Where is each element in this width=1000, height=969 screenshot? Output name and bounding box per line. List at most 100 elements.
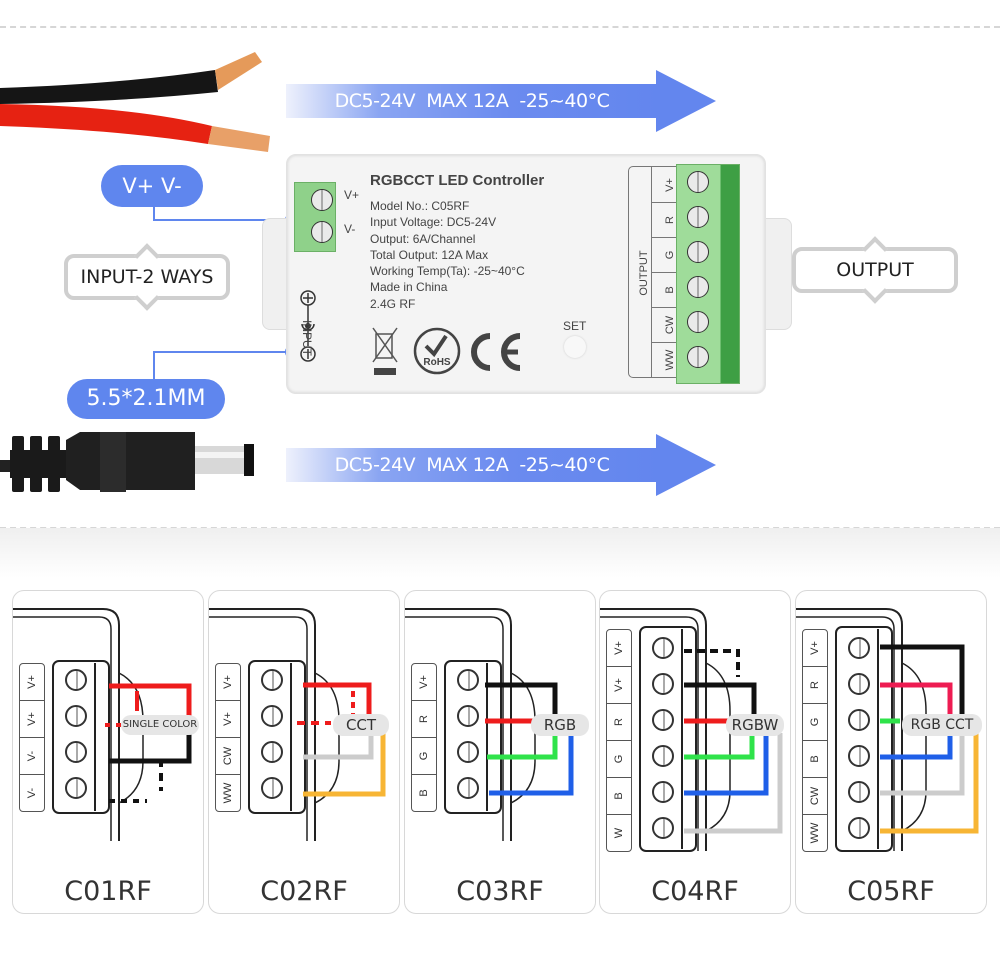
output-box-label: OUTPUT xyxy=(638,250,650,296)
weee-icon xyxy=(372,327,398,375)
spec-total-output: Total Output: 12A Max xyxy=(370,247,489,262)
input-ways-bubble: INPUT-2 WAYS xyxy=(64,243,230,311)
dc-jack-size-badge: 5.5*2.1MM xyxy=(67,379,225,419)
screw-terminal xyxy=(687,171,709,193)
dc-plug-image xyxy=(0,432,254,492)
output-pin-g: G xyxy=(663,250,676,260)
wire-red xyxy=(105,683,192,727)
output-terminal-block xyxy=(676,164,740,384)
input-ways-label: INPUT-2 WAYS xyxy=(80,266,214,288)
controller-title: RGBCCT LED Controller xyxy=(370,172,545,189)
pin-label: B xyxy=(418,789,430,797)
wire-black xyxy=(684,649,757,715)
top-spec-text: DC5-24V MAX 12A -25~40°C xyxy=(334,90,610,112)
power-wire-image xyxy=(0,52,270,152)
top-spec-arrow: DC5-24V MAX 12A -25~40°C xyxy=(286,70,716,132)
input-terminal-block xyxy=(294,182,336,252)
wiring-card-c03rf: V+ R G B RGB C03RF xyxy=(404,590,596,914)
screw-terminal xyxy=(687,206,709,228)
pin-label: V+ xyxy=(613,678,625,692)
wire-orange xyxy=(303,733,386,797)
spec-rf: 2.4G RF xyxy=(370,296,416,311)
spec-input-voltage: Input Voltage: DC5-24V xyxy=(370,215,497,230)
set-label: SET xyxy=(563,319,587,333)
screw-terminal xyxy=(687,311,709,333)
output-pin-r: R xyxy=(663,216,676,224)
wire-gray xyxy=(303,733,374,760)
screw-terminal xyxy=(311,221,333,243)
pin-label: V+ xyxy=(613,641,625,655)
spec-output: Output: 6A/Channel xyxy=(370,231,476,246)
wiring-card-c02rf: V+ V+ CW WW CCT C02RF xyxy=(208,590,400,914)
wire-black xyxy=(109,733,192,803)
output-pin-b: B xyxy=(663,286,676,294)
wire-black xyxy=(485,682,558,715)
wire-gray xyxy=(880,733,965,796)
pin-label: R xyxy=(809,681,821,689)
pin-label: R xyxy=(613,718,625,726)
pin-label: CW xyxy=(222,746,234,766)
input-vplus-label: V+ xyxy=(344,188,360,202)
wiring-card-c04rf: V+ V+ R G B W RGBW C04RF xyxy=(599,590,791,914)
c02rf-pin-labels: V+ V+ CW WW xyxy=(215,663,241,812)
pin-label: G xyxy=(418,751,430,761)
pin-label: WW xyxy=(222,782,234,804)
output-pin-vplus: V+ xyxy=(663,177,676,192)
spec-origin: Made in China xyxy=(370,280,448,295)
mode-tag: RGBW xyxy=(726,714,784,736)
wiring-card-c01rf: V+ V+ V- V- SINGLE COLOR C01RF xyxy=(12,590,204,914)
wire-green xyxy=(684,733,755,760)
spec-model: Model No.: C05RF xyxy=(370,199,470,213)
screw-terminal xyxy=(687,241,709,263)
connector-line xyxy=(153,206,155,221)
pin-label: G xyxy=(613,754,625,764)
connector-line xyxy=(153,219,293,221)
c03rf-pin-labels: V+ R G B xyxy=(411,663,437,812)
pin-label: V+ xyxy=(26,675,38,689)
screw-terminal xyxy=(687,276,709,298)
set-button[interactable] xyxy=(564,336,586,358)
screw-terminal xyxy=(311,189,333,211)
wire-black xyxy=(880,644,965,715)
pin-label: W xyxy=(613,827,625,839)
rohs-icon: RoHS xyxy=(413,327,461,375)
bottom-spec-arrow: DC5-24V MAX 12A -25~40°C xyxy=(286,434,716,496)
mode-tag: SINGLE COLOR xyxy=(121,715,199,735)
input-label: INPUT xyxy=(300,320,314,356)
pin-label: V+ xyxy=(26,712,38,726)
wire-blue xyxy=(489,733,574,796)
model-name: C05RF xyxy=(847,876,935,907)
model-name: C04RF xyxy=(651,876,739,907)
c01rf-wiring-diagram xyxy=(13,608,192,841)
model-name: C03RF xyxy=(456,876,544,907)
wire-pink xyxy=(880,682,953,715)
spec-list: Model No.: C05RF Input Voltage: DC5-24V … xyxy=(370,198,525,312)
spec-working-temp: Working Temp(Ta): -25~40°C xyxy=(370,264,525,279)
output-label-box: OUTPUT V+ R G B CW WW xyxy=(628,166,688,378)
screw-terminal xyxy=(687,346,709,368)
pin-label: R xyxy=(418,715,430,723)
model-name: C01RF xyxy=(64,876,152,907)
pin-label: V+ xyxy=(222,712,234,726)
pin-label: V+ xyxy=(418,675,430,689)
pin-label: V+ xyxy=(809,641,821,655)
vplus-vminus-badge: V+ V- xyxy=(101,165,203,207)
wire-blue xyxy=(880,733,953,760)
output-pin-cw: CW xyxy=(663,315,676,335)
wire-red xyxy=(297,682,372,725)
output-label: OUTPUT xyxy=(836,259,914,281)
pin-label: G xyxy=(809,717,821,727)
pin-label: B xyxy=(809,755,821,763)
mode-tag: RGB xyxy=(531,714,589,736)
pin-label: CW xyxy=(809,786,821,806)
wire-blue xyxy=(684,733,769,796)
wire-green xyxy=(487,733,558,760)
wiring-card-c05rf: V+ R G B CW WW RGB CCT C05RF xyxy=(795,590,987,914)
rohs-text: RoHS xyxy=(423,357,451,368)
dc-polarity-icon xyxy=(300,290,316,362)
wire-orange xyxy=(880,733,979,834)
output-pin-ww: WW xyxy=(663,349,676,371)
pin-label: V- xyxy=(26,750,38,762)
c01rf-pin-labels: V+ V+ V- V- xyxy=(19,663,45,812)
model-name: C02RF xyxy=(260,876,348,907)
